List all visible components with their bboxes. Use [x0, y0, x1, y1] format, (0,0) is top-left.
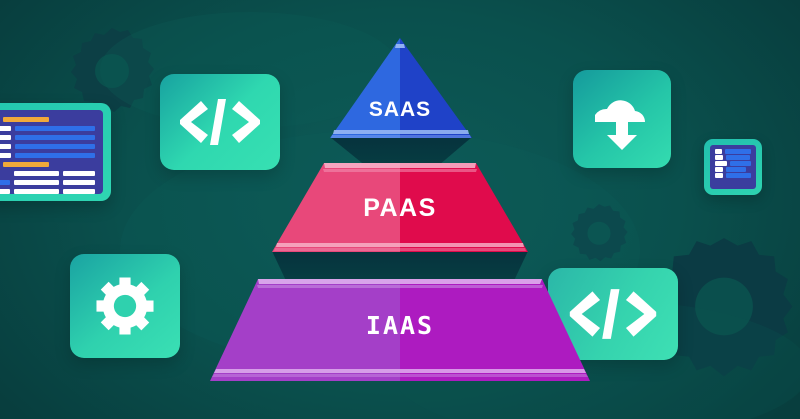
code-marker	[715, 173, 723, 178]
code-line	[715, 167, 751, 172]
code-line	[0, 117, 95, 122]
code-editor-window	[0, 103, 111, 201]
cloud-download-tile	[573, 70, 671, 168]
code-marker	[0, 180, 10, 185]
code-bar	[14, 153, 95, 158]
code-bar	[730, 161, 751, 166]
code-bar	[3, 162, 49, 167]
code-bar	[13, 180, 60, 185]
code-bar	[14, 144, 95, 149]
code-bar	[726, 155, 750, 160]
code-bar	[63, 189, 95, 194]
pyramid-layer-iaas[interactable]	[210, 279, 590, 381]
code-line	[0, 126, 95, 131]
code-line	[0, 189, 95, 194]
code-bar	[726, 167, 746, 172]
code-bar	[14, 135, 95, 140]
gear-tile-left	[70, 254, 180, 358]
code-line	[715, 155, 751, 160]
code-line	[715, 173, 751, 178]
gear-decoration-mid-right-icon	[565, 200, 633, 268]
code-bar	[725, 173, 751, 178]
code-bar	[63, 180, 95, 185]
code-marker	[0, 144, 11, 149]
code-snippet-screen	[710, 145, 756, 189]
code-marker	[0, 126, 11, 131]
code-line	[715, 149, 751, 154]
gear-decoration-large-right-icon	[648, 232, 800, 384]
pyramid-layer-paas[interactable]	[272, 163, 528, 252]
code-editor-screen	[0, 110, 103, 194]
code-marker	[715, 167, 723, 172]
code-line	[0, 180, 95, 185]
code-line	[0, 153, 95, 158]
code-bar	[14, 126, 95, 131]
code-marker	[0, 153, 11, 158]
code-line	[0, 144, 95, 149]
code-marker	[715, 161, 728, 166]
code-line	[0, 135, 95, 140]
code-brackets-icon	[569, 289, 657, 339]
gear-icon	[96, 277, 154, 335]
code-bar	[13, 171, 60, 176]
saas-shadow	[330, 137, 472, 171]
code-marker	[0, 135, 11, 140]
cloud-download-icon	[595, 100, 646, 150]
code-bar	[63, 171, 95, 176]
code-brackets-icon	[180, 99, 260, 145]
gear-decoration-top-left-icon	[62, 22, 162, 122]
code-line	[715, 161, 751, 166]
code-line	[0, 162, 95, 167]
pyramid-layer-saas[interactable]	[330, 38, 472, 138]
code-bar	[725, 149, 751, 154]
paas-shadow	[272, 251, 528, 285]
code-marker	[715, 155, 723, 160]
code-bar	[13, 189, 60, 194]
code-line	[0, 171, 95, 176]
code-brackets-tile-left	[160, 74, 280, 170]
code-snippet-window	[704, 139, 762, 195]
code-marker	[715, 149, 723, 154]
code-marker	[0, 189, 10, 194]
code-bar	[3, 117, 49, 122]
